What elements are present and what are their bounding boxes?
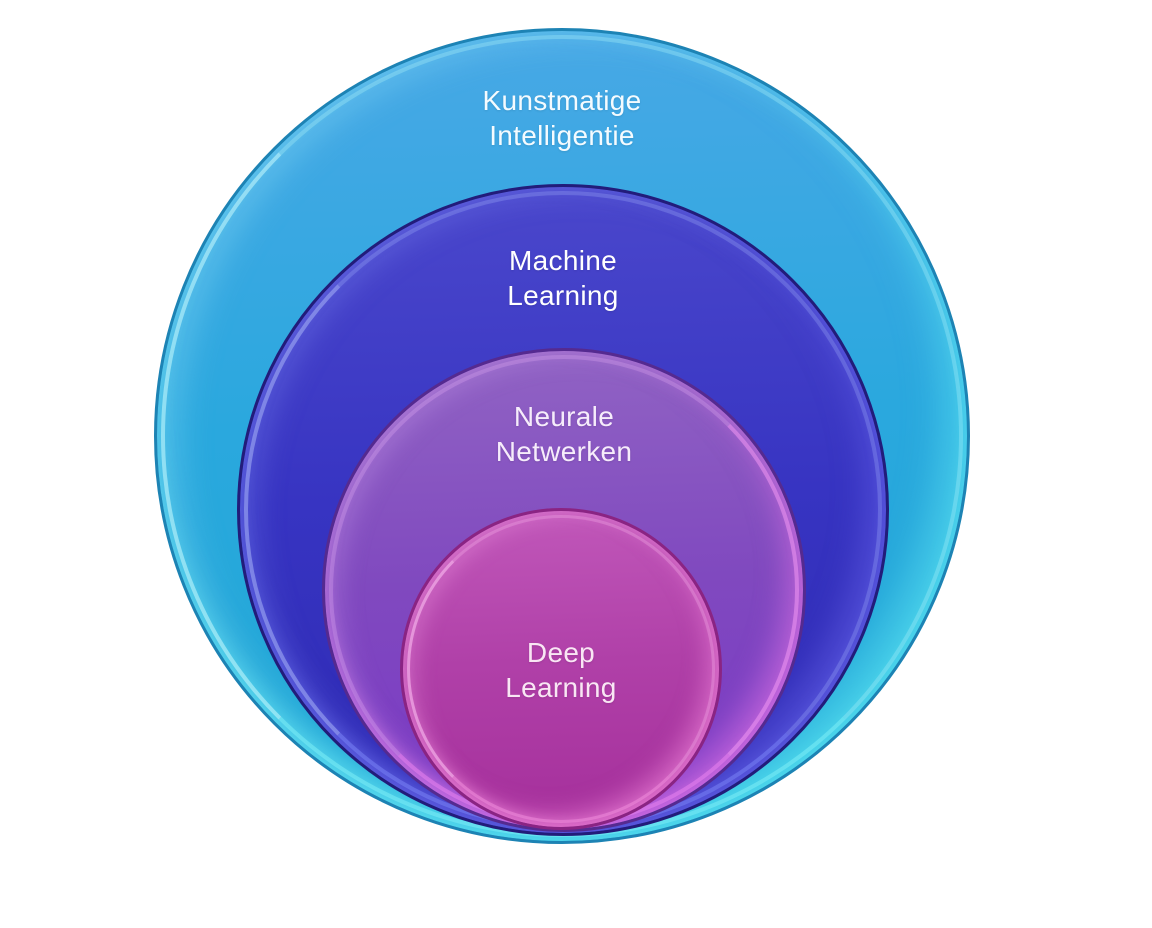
label-machine-learning: Machine Learning	[507, 245, 619, 311]
label-kunstmatige-intelligentie: Kunstmatige Intelligentie	[482, 85, 642, 151]
circle-deep-learning: Deep Learning	[400, 508, 722, 830]
label-deep-learning: Deep Learning	[505, 637, 617, 703]
label-neurale-netwerken: Neurale Netwerken	[495, 401, 633, 467]
